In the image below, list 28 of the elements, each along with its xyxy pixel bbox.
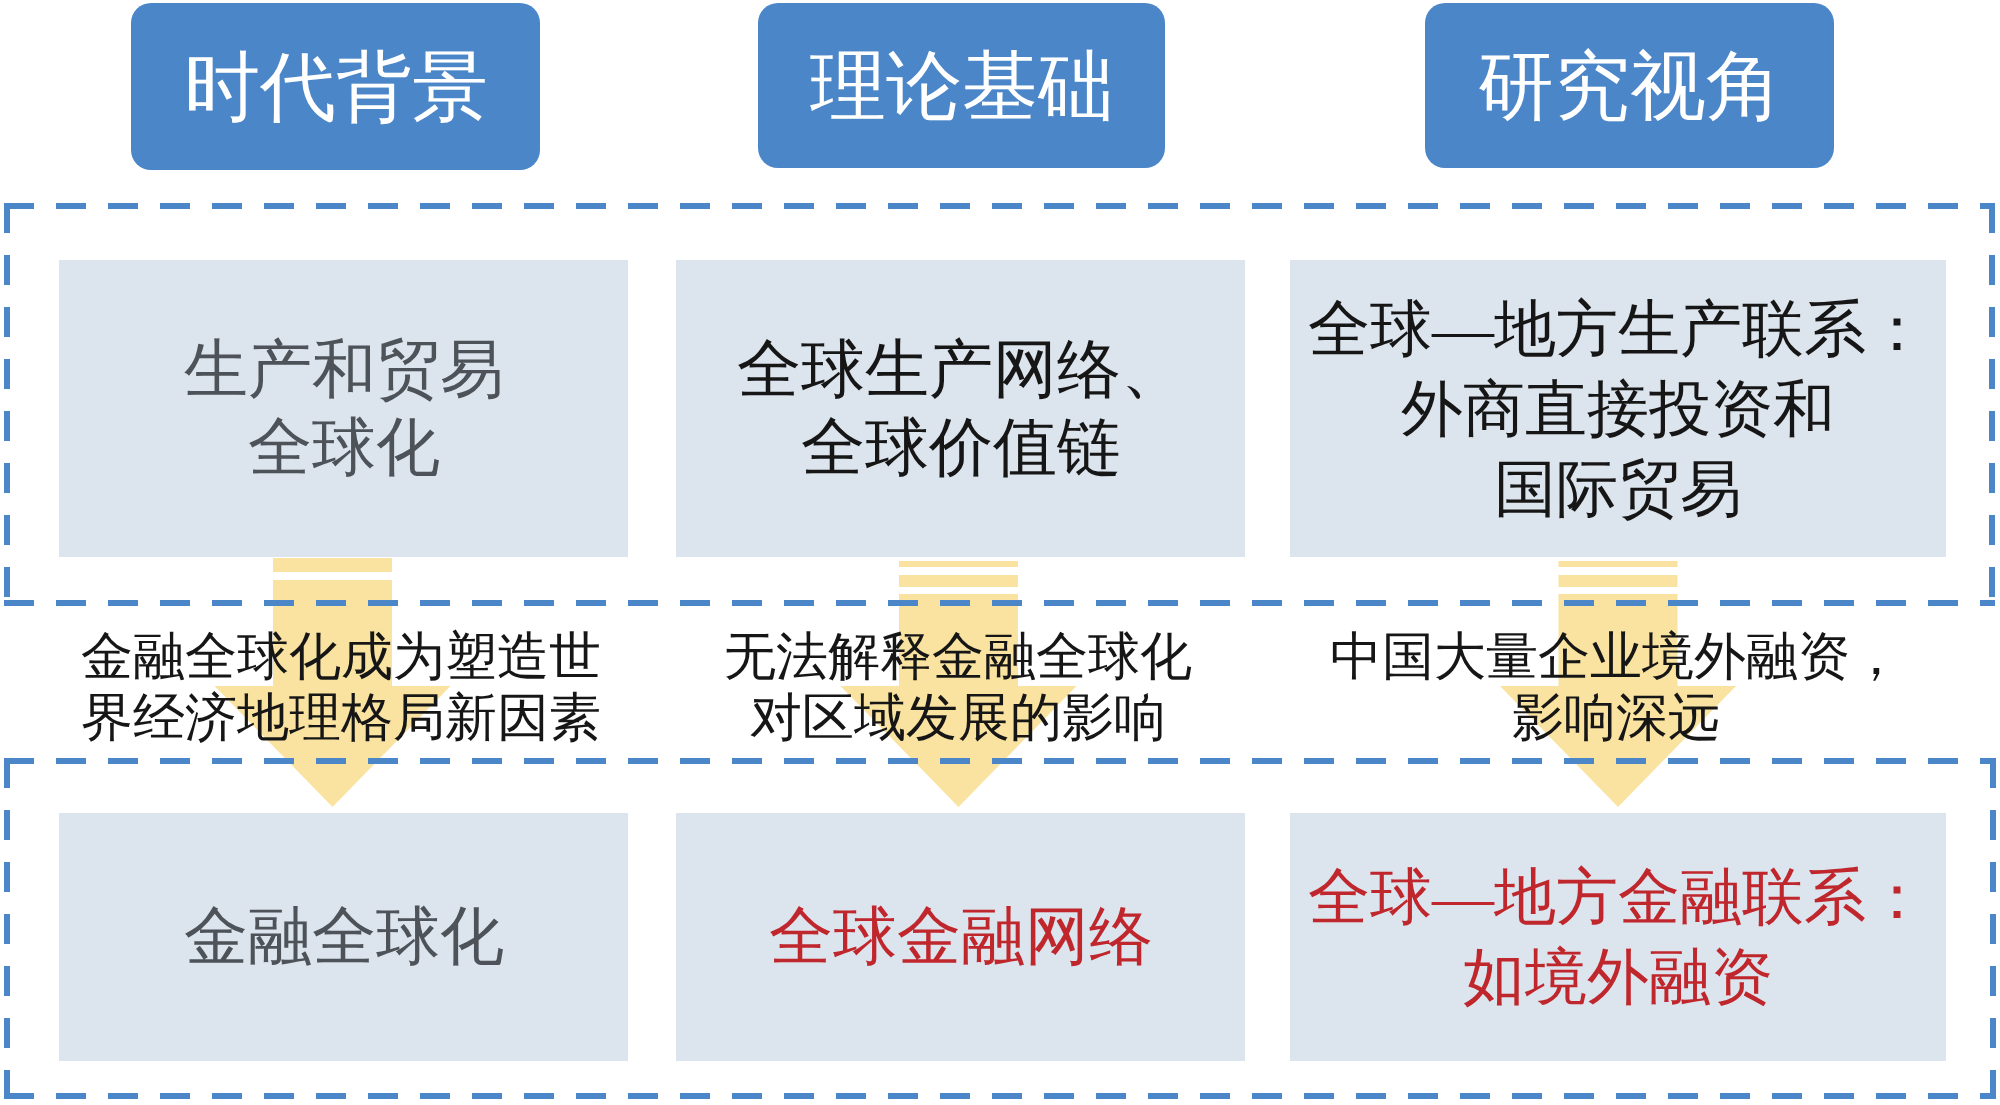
header-text: 理论基础 — [809, 42, 1114, 130]
header-text: 时代背景 — [183, 43, 488, 131]
edge-label: 中国大量企业境外融资，影响深远 — [1329, 627, 1903, 748]
panel-text: 如境外融资 — [1463, 942, 1773, 1013]
header-panel — [131, 3, 540, 170]
edge-label: 无法解释金融全球化对区域发展的影响 — [723, 627, 1193, 748]
header-panel — [1425, 3, 1834, 168]
panel-text: 全球—地方生产联系： — [1308, 293, 1928, 365]
concept-panel — [676, 813, 1245, 1061]
edge-label: 金融全球化成为塑造世界经济地理格局新因素 — [80, 627, 602, 748]
panel-text: 全球金融网络 — [768, 900, 1153, 974]
panel-text: 生产和贸易全球化 — [182, 332, 505, 485]
dashed-frame — [4, 203, 1995, 606]
panel-text: 全球—地方金融联系： — [1308, 862, 1928, 933]
concept-panel — [676, 260, 1245, 557]
dashed-frame — [4, 758, 1996, 1099]
concept-panel — [1290, 260, 1946, 557]
block-arrow — [1500, 561, 1736, 807]
block-arrow — [214, 558, 451, 807]
concept-panel — [59, 813, 628, 1061]
panel-text: 金融全球化 — [183, 900, 504, 974]
block-arrow — [840, 561, 1077, 807]
header-panel — [758, 3, 1165, 168]
panel-text: 全球生产网络、全球价值链 — [735, 332, 1186, 485]
panel-text: 外商直接投资和国际贸易 — [1400, 373, 1836, 525]
concept-panel — [59, 260, 628, 557]
header-text: 研究视角 — [1477, 42, 1782, 130]
concept-panel — [1290, 813, 1946, 1061]
